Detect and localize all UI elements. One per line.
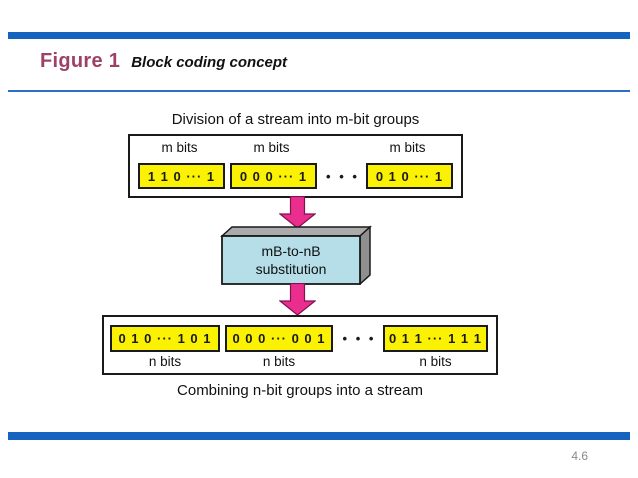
m-bit-cell-2: 0 0 0 ··· 1: [230, 163, 317, 189]
figure-number-label: Figure 1: [40, 50, 121, 72]
down-arrow-bottom: [279, 283, 316, 316]
figure-caption: Block coding concept: [131, 54, 288, 71]
slide-title: Figure 1 Block coding concept: [40, 50, 287, 73]
top-accent-bar: [8, 32, 630, 39]
m-bit-groups-box: m bits m bits m bits 1 1 0 ··· 1 0 0 0 ·…: [128, 134, 463, 198]
cube-front-face: [221, 235, 361, 285]
ellipsis-dots-top: • • •: [326, 168, 357, 184]
n-bit-cell-2: 0 0 0 ··· 0 0 1: [225, 325, 333, 352]
division-caption: Division of a stream into m-bit groups: [171, 111, 420, 128]
cube-top-face: [220, 226, 372, 237]
n-bits-label-2: n bits: [262, 354, 296, 369]
down-arrow-top-shape: [279, 196, 316, 229]
m-bits-label-3: m bits: [389, 140, 426, 155]
ellipsis-dots-bottom: • • •: [342, 331, 374, 346]
m-bit-cell-1: 1 1 0 ··· 1: [138, 163, 225, 189]
n-bit-cell-1: 0 1 0 ··· 1 0 1: [110, 325, 220, 352]
bottom-accent-bar: [8, 432, 630, 440]
down-arrow-top: [279, 196, 316, 229]
down-arrow-bottom-shape: [279, 283, 316, 316]
n-bit-groups-box: 0 1 0 ··· 1 0 1 0 0 0 ··· 0 0 1 • • • 0 …: [102, 315, 498, 375]
title-divider-line: [8, 90, 630, 92]
cube-side-face: [359, 225, 371, 285]
n-bits-label-3: n bits: [419, 354, 452, 369]
n-bits-label-1: n bits: [148, 354, 182, 369]
page-number: 4.6: [571, 449, 588, 463]
combining-caption: Combining n-bit groups into a stream: [177, 382, 423, 399]
substitution-label-line2: substitution: [255, 261, 327, 277]
substitution-process-box: mB-to-nB substitution: [220, 225, 372, 285]
substitution-label-line1: mB-to-nB: [261, 243, 321, 259]
cube-shape: [220, 225, 372, 285]
m-bits-label-1: m bits: [161, 140, 198, 155]
n-bit-cell-3: 0 1 1 ··· 1 1 1: [383, 325, 488, 352]
m-bit-cell-3: 0 1 0 ··· 1: [366, 163, 453, 189]
m-bits-label-2: m bits: [253, 140, 290, 155]
substitution-label: mB-to-nB substitution: [222, 236, 360, 284]
